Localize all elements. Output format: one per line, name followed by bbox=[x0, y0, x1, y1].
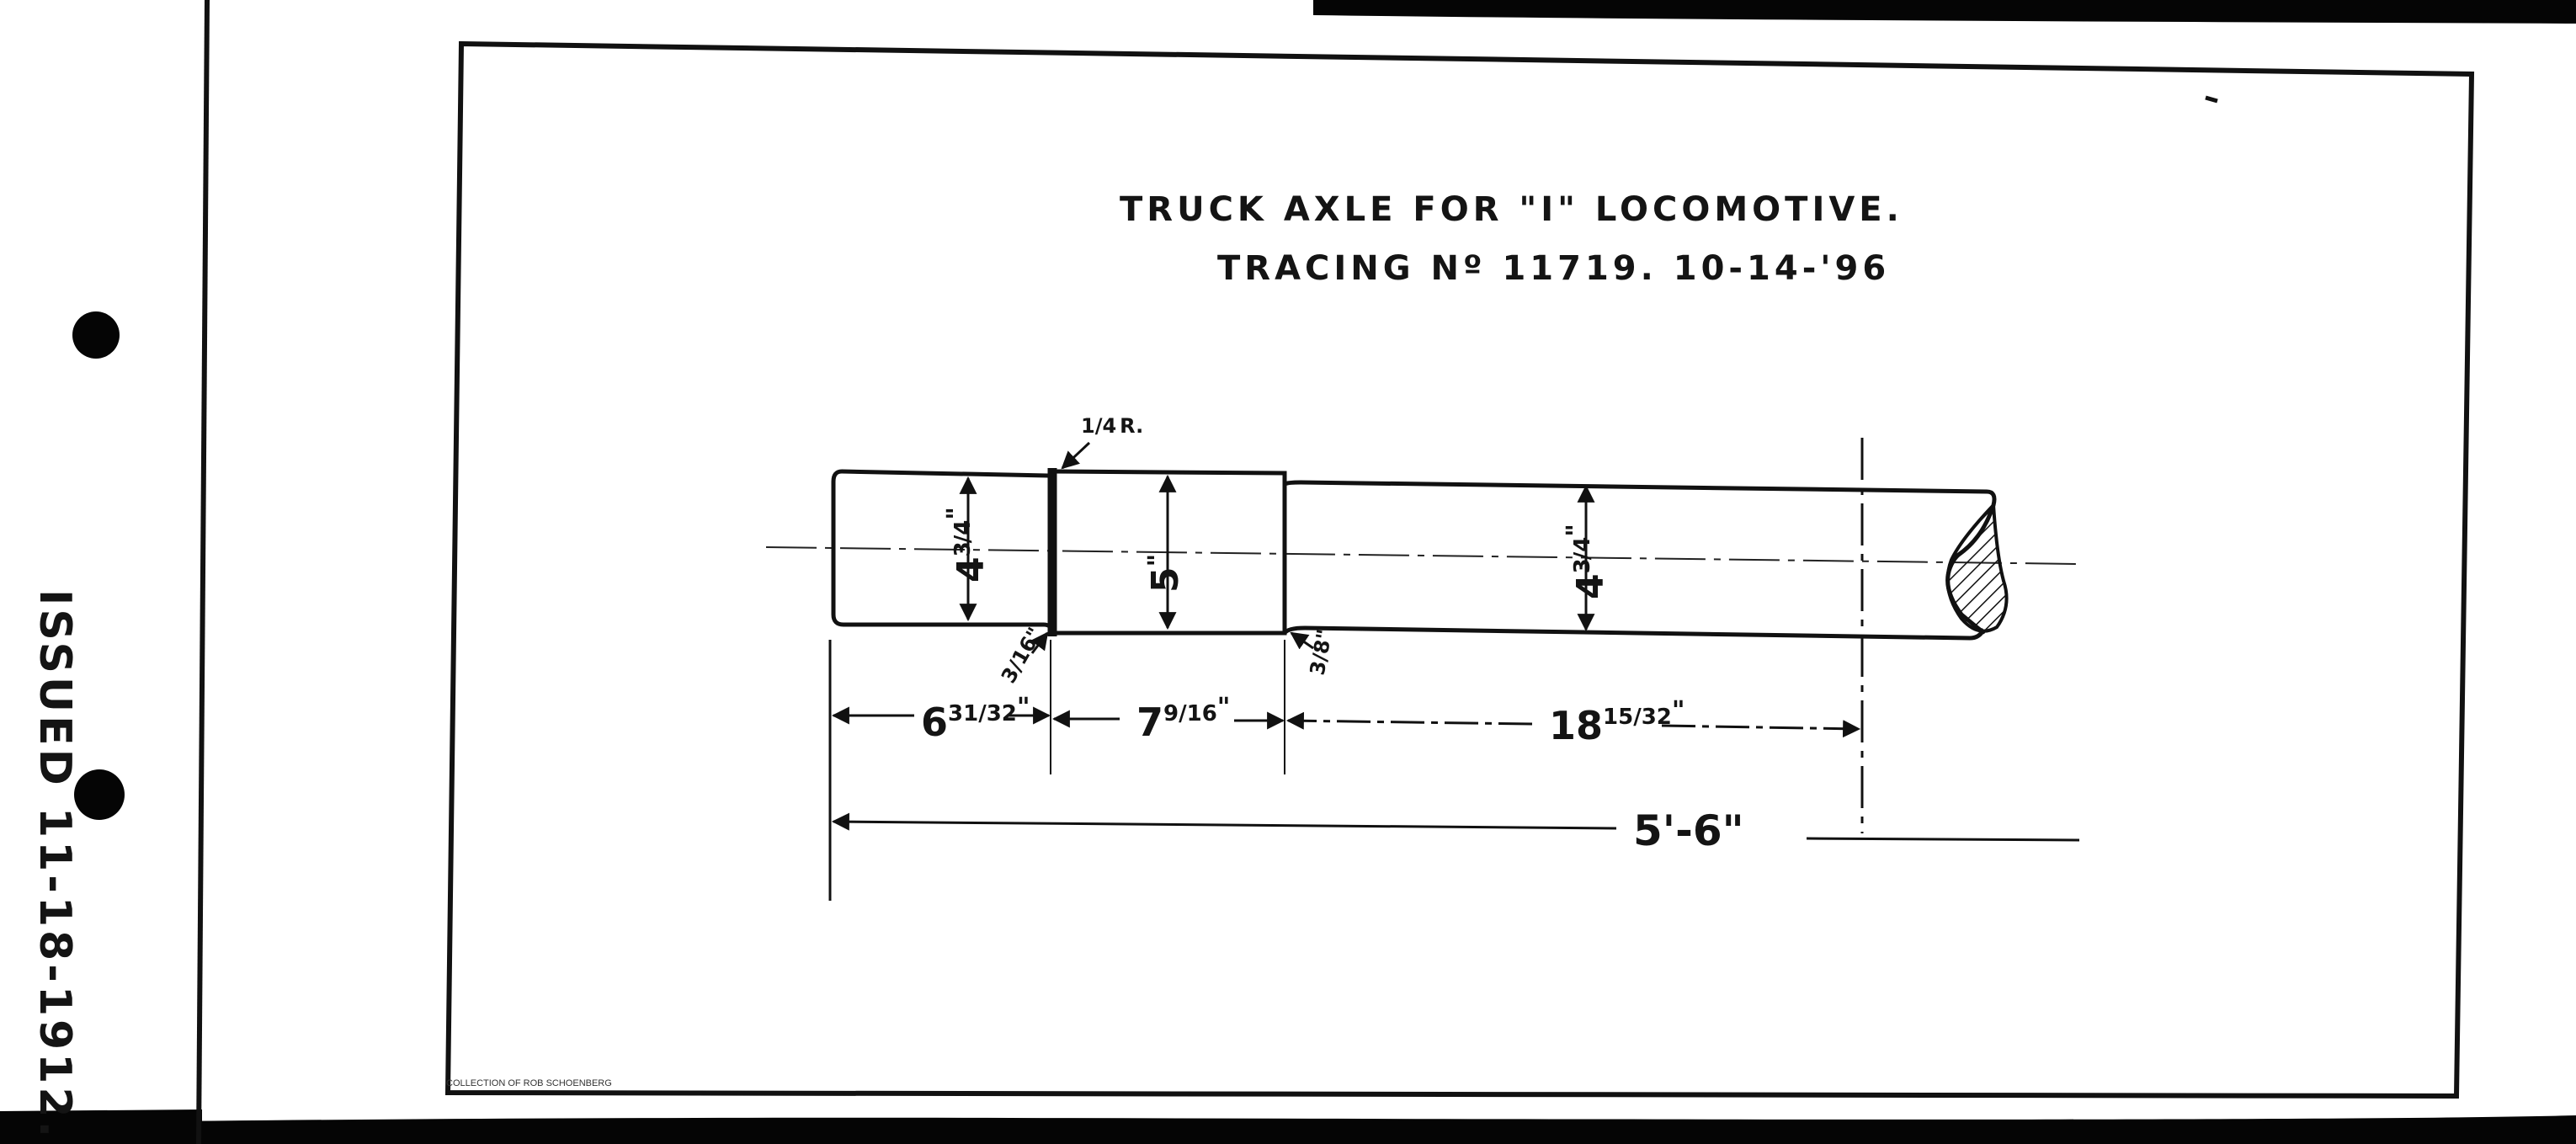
fillet-left-label: 3/16" bbox=[997, 623, 1047, 687]
fillet-right-leader bbox=[1290, 631, 1314, 650]
centerline bbox=[765, 546, 2080, 565]
axle-body-outline bbox=[1282, 480, 1997, 641]
broken-section-hatch bbox=[1945, 501, 2009, 633]
collection-credit: COLLECTION OF ROB SCHOENBERG bbox=[446, 1078, 612, 1088]
body-length-dim-a bbox=[1285, 711, 1533, 730]
half-axle-length-label: 5'-6" bbox=[1633, 806, 1744, 855]
body-dia-label: 43/4" bbox=[1562, 524, 1612, 599]
half-body-length-label: 1815/32" bbox=[1549, 696, 1685, 748]
body-length-dim-b bbox=[1661, 720, 1861, 738]
total-length-dim-a bbox=[831, 812, 1617, 831]
wheel-seat-length-label: 79/16" bbox=[1136, 693, 1230, 745]
fillet-left-leader bbox=[1030, 631, 1049, 654]
drawing-title: TRUCK AXLE FOR "I" LOCOMOTIVE. bbox=[1120, 190, 1903, 229]
fillet-radius-leader bbox=[1061, 441, 1091, 470]
tracing-number: TRACING Nº 11719. 10-14-'96 bbox=[1217, 249, 1890, 288]
bottom-dark-band-left bbox=[0, 1109, 202, 1144]
wheel-seat-dia-label: 5" bbox=[1143, 554, 1187, 593]
top-right-dark-band bbox=[1313, 0, 2576, 24]
punch-hole-bottom bbox=[74, 769, 125, 820]
punch-hole-top bbox=[72, 311, 120, 359]
issued-stamp: ISSUED 11-18-1912. bbox=[29, 589, 80, 1141]
fillet-right-label: 3/8" bbox=[1306, 627, 1337, 677]
ink-mark bbox=[2205, 95, 2218, 104]
total-length-dim-b bbox=[1806, 837, 2080, 842]
axle-journal-outline bbox=[831, 469, 1055, 636]
bottom-dark-band bbox=[0, 1115, 2576, 1144]
margin-line bbox=[196, 0, 210, 1144]
journal-length-label: 631/32" bbox=[921, 693, 1030, 745]
drawing-border bbox=[444, 40, 2475, 1099]
wheel-seat-outline bbox=[1051, 469, 1287, 636]
journal-dia-label: 43/4" bbox=[942, 507, 993, 583]
